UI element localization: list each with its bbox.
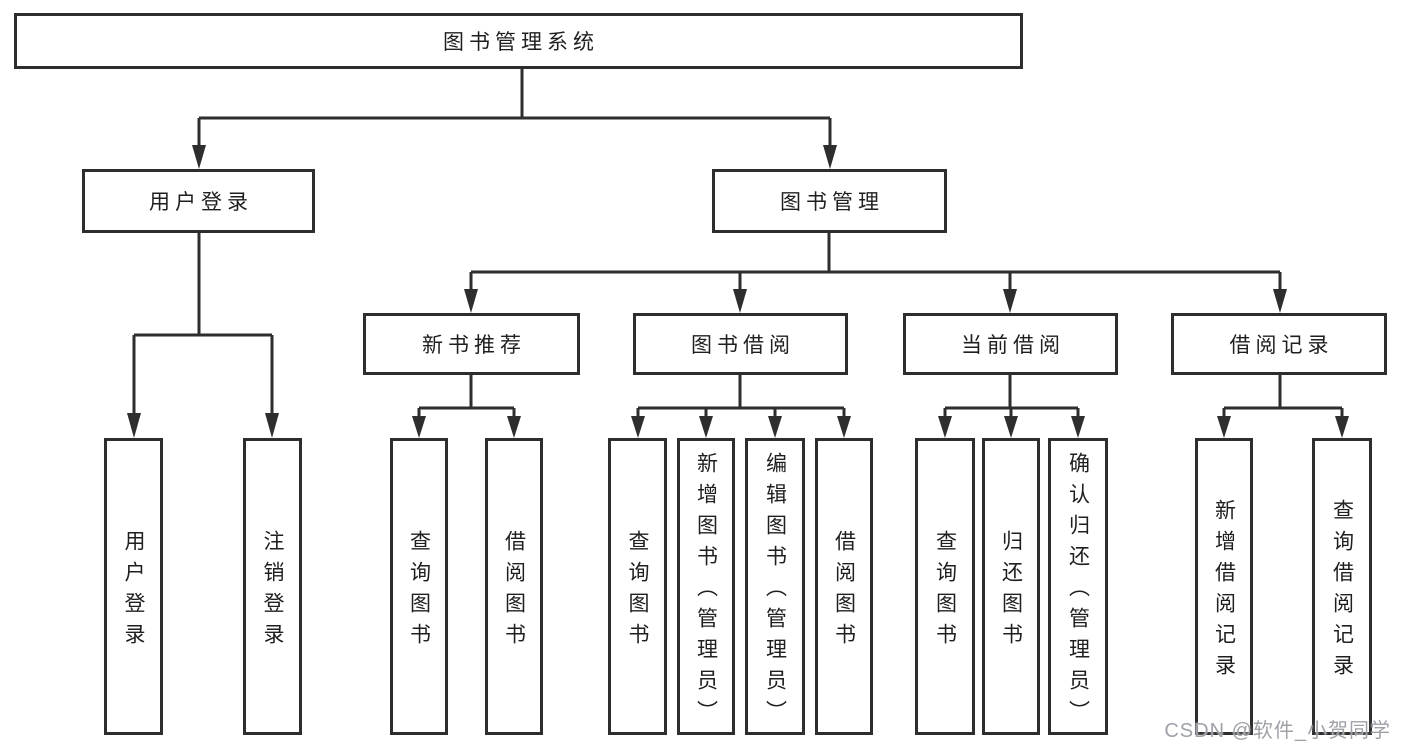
- node-label: 归还图书: [999, 529, 1023, 654]
- leaf-user-login: 用户登录: [104, 438, 163, 735]
- node-label: 查询图书: [407, 529, 431, 654]
- node-new-book-recommend: 新书推荐: [363, 313, 580, 375]
- node-book-borrowing: 图书借阅: [633, 313, 848, 375]
- leaf-query-books-current: 查询图书: [915, 438, 975, 735]
- leaf-query-books-borrowing: 查询图书: [608, 438, 667, 735]
- leaf-return-books: 归还图书: [982, 438, 1040, 735]
- node-user-login-branch: 用户登录: [82, 169, 315, 233]
- node-label: 查询借阅记录: [1330, 498, 1354, 685]
- leaf-query-borrow-record: 查询借阅记录: [1312, 438, 1372, 735]
- csdn-watermark: CSDN @软件_小贺同学: [1164, 720, 1391, 742]
- node-borrow-records: 借阅记录: [1171, 313, 1387, 375]
- node-label: 新增图书（管理员）: [694, 452, 718, 731]
- node-label: 图书管理系统: [443, 31, 599, 54]
- node-label: 注销登录: [261, 529, 284, 654]
- node-label: 用户登录: [122, 529, 145, 654]
- node-book-management-branch: 图书管理: [712, 169, 947, 233]
- node-label: 编辑图书（管理员）: [763, 452, 787, 731]
- node-label: 当前借阅: [961, 334, 1065, 357]
- node-label: 查询图书: [626, 529, 649, 654]
- node-label: 查询图书: [933, 529, 957, 654]
- leaf-borrow-books-borrowing: 借阅图书: [815, 438, 873, 735]
- node-label: 新增借阅记录: [1212, 498, 1236, 685]
- leaf-confirm-return-admin: 确认归还（管理员）: [1048, 438, 1108, 735]
- node-label: 新书推荐: [422, 334, 526, 357]
- node-label: 图书借阅: [691, 334, 795, 357]
- node-root-library-system: 图书管理系统: [14, 13, 1023, 69]
- node-label: 确认归还（管理员）: [1066, 452, 1090, 731]
- node-label: 图书管理: [780, 191, 884, 214]
- leaf-borrow-books-recommend: 借阅图书: [485, 438, 543, 735]
- leaf-logout: 注销登录: [243, 438, 302, 735]
- leaf-query-books-recommend: 查询图书: [390, 438, 448, 735]
- leaf-add-borrow-record: 新增借阅记录: [1195, 438, 1253, 735]
- leaf-add-book-admin: 新增图书（管理员）: [677, 438, 735, 735]
- node-label: 借阅图书: [832, 529, 856, 654]
- node-label: 借阅图书: [502, 529, 526, 654]
- node-current-borrowing: 当前借阅: [903, 313, 1118, 375]
- node-label: 用户登录: [149, 191, 253, 214]
- node-label: 借阅记录: [1229, 334, 1334, 357]
- leaf-edit-book-admin: 编辑图书（管理员）: [745, 438, 805, 735]
